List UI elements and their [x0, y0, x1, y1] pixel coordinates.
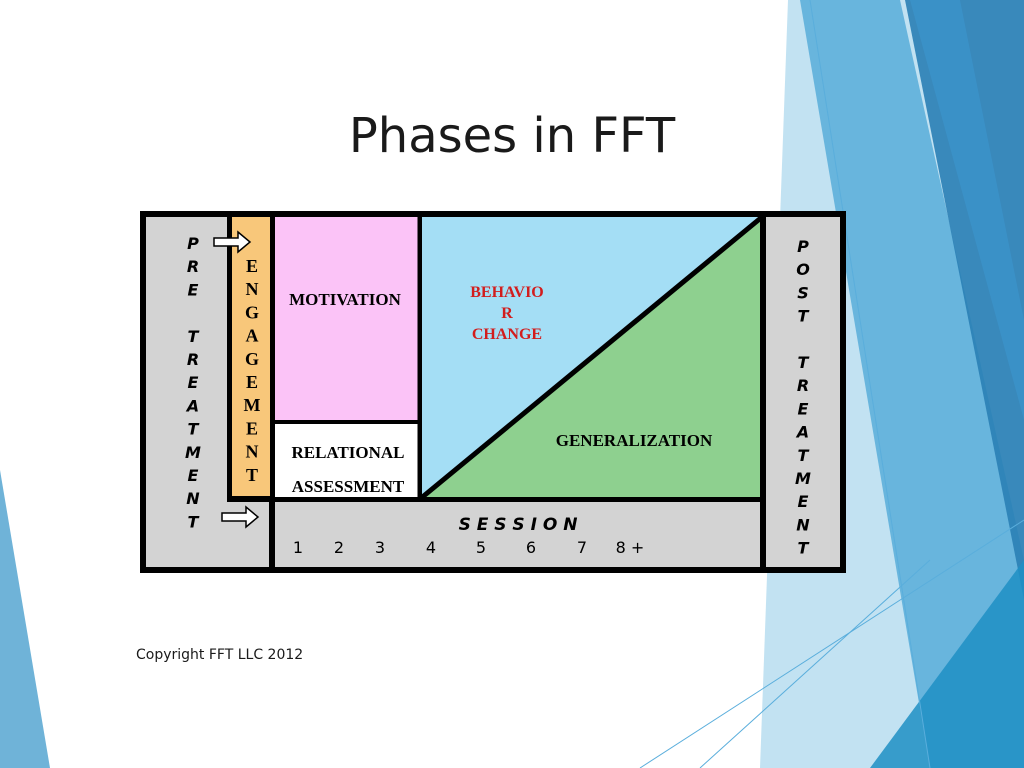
engagement-letter: E — [246, 418, 258, 438]
post-treatment-letter: E — [798, 399, 809, 418]
deco-line-3 — [699, 559, 931, 768]
session-number: 8 + — [616, 538, 645, 557]
assessment-label: ASSESSMENT — [292, 477, 405, 496]
session-number: 4 — [426, 538, 436, 557]
post-treatment-letter: A — [795, 423, 809, 442]
motivation-box — [275, 217, 420, 422]
engagement-letter: G — [245, 302, 259, 322]
generalization-label: GENERALIZATION — [556, 431, 713, 450]
pre-treatment-letter: R — [187, 350, 199, 369]
inner-region-border — [227, 211, 766, 502]
behavior-change-label-line2: R — [501, 305, 513, 322]
pre-treatment-letter: N — [186, 489, 200, 508]
right-deco-dark — [905, 0, 1024, 600]
post-treatment-letter: T — [798, 446, 810, 465]
copyright-text: Copyright FFT LLC 2012 — [136, 647, 304, 663]
engagement-letter: N — [246, 442, 259, 462]
post-treatment-letter: T — [798, 307, 810, 326]
right-deco-mid — [800, 0, 1024, 768]
diagonal-line — [418, 215, 764, 501]
pre-treatment-letter: E — [188, 466, 199, 485]
engagement-letter: E — [246, 372, 258, 392]
session-number: 2 — [334, 538, 344, 557]
session-number: 6 — [526, 538, 536, 557]
pre-treatment-letter: E — [188, 373, 199, 392]
right-deco-accent — [910, 0, 1024, 420]
engagement-letter: M — [244, 395, 261, 415]
engagement-letter: T — [246, 465, 258, 485]
session-numbers: 1 2 3 4 5 6 7 8 + — [293, 538, 644, 557]
left-deco-shape — [0, 470, 50, 768]
deco-line-1 — [809, 0, 931, 768]
engagement-bar — [232, 217, 272, 496]
pre-treatment-letter: A — [185, 396, 199, 415]
motivation-label: MOTIVATION — [289, 290, 402, 309]
behavior-change-label-line1: BEHAVIO — [470, 284, 544, 301]
post-treatment-letter: R — [797, 376, 809, 395]
session-number: 1 — [293, 538, 303, 557]
post-treatment-letter: M — [795, 469, 811, 488]
session-number: 3 — [375, 538, 385, 557]
arrow-right-icon — [213, 230, 252, 254]
engagement-letter: G — [245, 349, 259, 369]
engagement-letter: E — [246, 256, 258, 276]
session-number: 7 — [577, 538, 587, 557]
post-treatment-letter: S — [797, 283, 809, 302]
right-deco-bottom — [870, 560, 1024, 768]
relational-box — [275, 422, 420, 497]
pre-treatment-letter: T — [188, 512, 200, 531]
slide-title: Phases in FFT — [348, 108, 676, 164]
arrow-right-icon — [221, 505, 260, 529]
engagement-letter: A — [246, 326, 259, 346]
pre-treatment-letter: P — [187, 234, 199, 253]
post-treatment-letter: O — [796, 260, 810, 279]
pre-treatment-letter: R — [187, 257, 199, 276]
post-treatment-letter: P — [797, 237, 809, 256]
deco-line-2 — [639, 519, 1024, 768]
pre-treatment-letter: T — [188, 327, 200, 346]
session-number: 5 — [476, 538, 486, 557]
pre-treatment-letter: M — [185, 443, 201, 462]
behavior-change-label-line3: CHANGE — [472, 326, 542, 343]
engagement-letter: N — [246, 279, 259, 299]
post-treatment-letter: T — [798, 539, 810, 558]
relational-label: RELATIONAL — [291, 443, 404, 462]
pre-treatment-letter: T — [188, 420, 200, 439]
post-treatment-letter: E — [798, 492, 809, 511]
session-label: S E S S I O N — [459, 515, 578, 535]
post-treatment-letter: T — [798, 353, 810, 372]
post-treatment-letter: N — [796, 515, 810, 534]
pre-treatment-letter: E — [188, 280, 199, 299]
